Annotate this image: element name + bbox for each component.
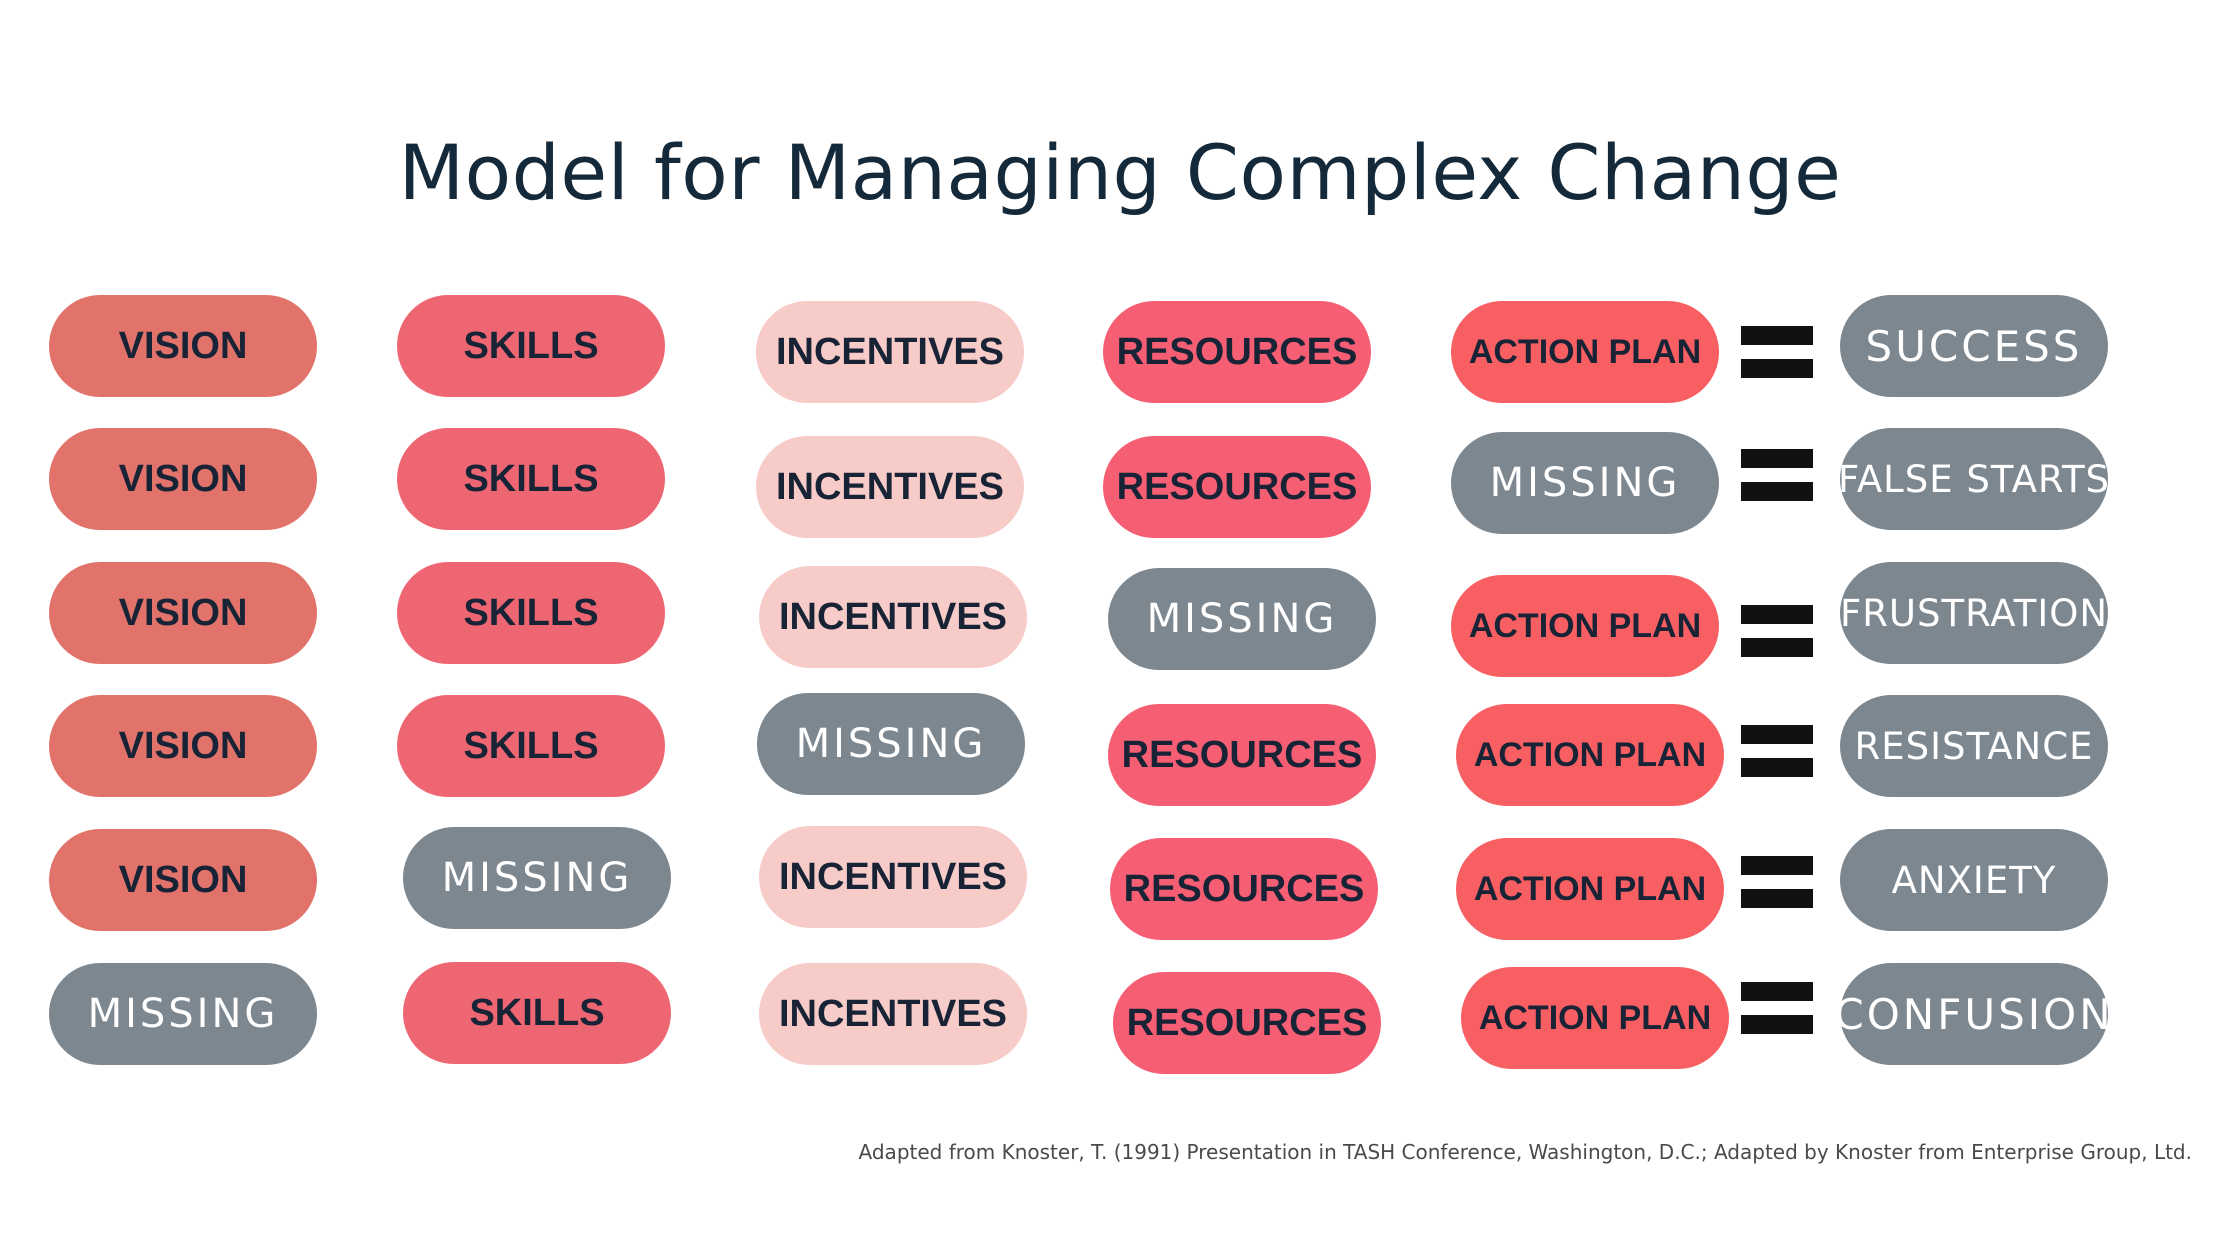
action-plan-pill: ACTION PLAN bbox=[1451, 575, 1719, 677]
skills-pill: SKILLS bbox=[403, 962, 671, 1064]
equals-sign bbox=[1741, 605, 1813, 657]
resources-pill: RESOURCES bbox=[1103, 436, 1371, 538]
equals-sign bbox=[1741, 856, 1813, 908]
action-plan-pill: ACTION PLAN bbox=[1451, 301, 1719, 403]
missing-pill: MISSING bbox=[1451, 432, 1719, 534]
outcome-success: SUCCESS bbox=[1840, 295, 2108, 397]
incentives-pill: INCENTIVES bbox=[756, 301, 1024, 403]
equals-sign bbox=[1741, 982, 1813, 1034]
skills-pill: SKILLS bbox=[397, 295, 665, 397]
outcome-frustration: FRUSTRATION bbox=[1840, 562, 2108, 664]
incentives-pill: INCENTIVES bbox=[756, 436, 1024, 538]
outcome-resistance: RESISTANCE bbox=[1840, 695, 2108, 797]
resources-pill: RESOURCES bbox=[1103, 301, 1371, 403]
action-plan-pill: ACTION PLAN bbox=[1461, 967, 1729, 1069]
vision-pill: VISION bbox=[49, 428, 317, 530]
incentives-pill: INCENTIVES bbox=[759, 566, 1027, 668]
missing-pill: MISSING bbox=[1108, 568, 1376, 670]
vision-pill: VISION bbox=[49, 829, 317, 931]
action-plan-pill: ACTION PLAN bbox=[1456, 704, 1724, 806]
vision-pill: VISION bbox=[49, 562, 317, 664]
missing-pill: MISSING bbox=[757, 693, 1025, 795]
skills-pill: SKILLS bbox=[397, 695, 665, 797]
page-title: Model for Managing Complex Change bbox=[398, 128, 1842, 217]
vision-pill: VISION bbox=[49, 295, 317, 397]
missing-pill: MISSING bbox=[49, 963, 317, 1065]
outcome-confusion: CONFUSION bbox=[1834, 963, 2111, 1065]
skills-pill: SKILLS bbox=[397, 428, 665, 530]
incentives-pill: INCENTIVES bbox=[759, 826, 1027, 928]
action-plan-pill: ACTION PLAN bbox=[1456, 838, 1724, 940]
outcome-anxiety: ANXIETY bbox=[1840, 829, 2108, 931]
resources-pill: RESOURCES bbox=[1113, 972, 1381, 1074]
skills-pill: SKILLS bbox=[397, 562, 665, 664]
outcome-false-starts: FALSE STARTS bbox=[1838, 428, 2109, 530]
equals-sign bbox=[1741, 326, 1813, 378]
citation-footnote: Adapted from Knoster, T. (1991) Presenta… bbox=[858, 1140, 2192, 1164]
vision-pill: VISION bbox=[49, 695, 317, 797]
incentives-pill: INCENTIVES bbox=[759, 963, 1027, 1065]
equals-sign bbox=[1741, 449, 1813, 501]
resources-pill: RESOURCES bbox=[1108, 704, 1376, 806]
missing-pill: MISSING bbox=[403, 827, 671, 929]
resources-pill: RESOURCES bbox=[1110, 838, 1378, 940]
equals-sign bbox=[1741, 725, 1813, 777]
